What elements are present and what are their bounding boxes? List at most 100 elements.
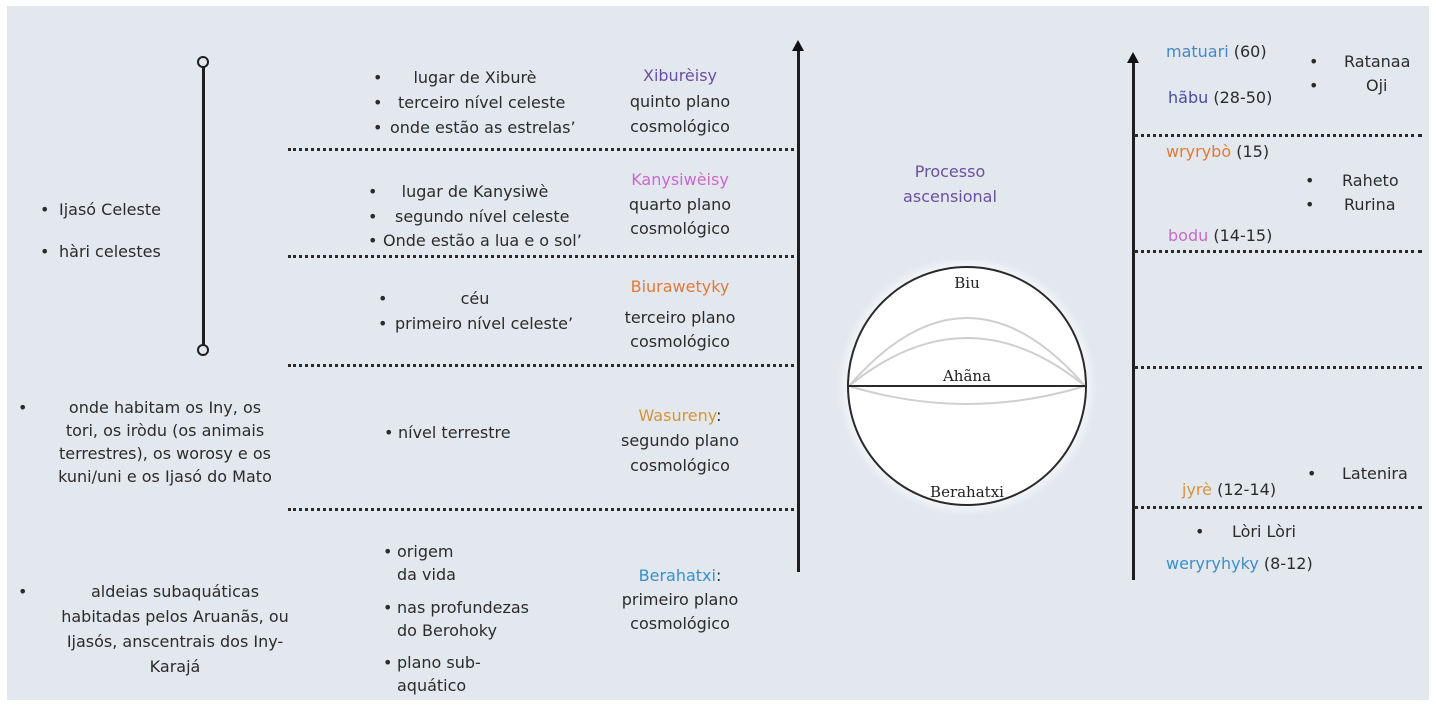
level-5-bullet-1-line-1: origem [397, 542, 454, 561]
level-separator-3 [288, 364, 794, 367]
sphere-arc-inner-1 [848, 317, 1086, 387]
level-4-name: Wasureny [638, 406, 717, 425]
age-habu-name: hãbu [1168, 88, 1209, 107]
left-celeste-item-2: hàri celestes [59, 242, 161, 261]
level-5-name: Berahatxi [638, 566, 716, 585]
level-3-bullet-2: primeiro nível celeste’ [395, 314, 574, 333]
level-separator-2 [288, 255, 794, 258]
sphere-label-top: Biu [954, 274, 980, 292]
process-line-1: Processo [914, 162, 986, 181]
ritual-rurina: Rurina [1344, 195, 1396, 214]
left-terrestre-line-1: onde habitam os Iny, os [68, 398, 262, 417]
level-5-bullet-2-line-1: nas profundezas [397, 598, 529, 617]
level-2-name: Kanysiwèisy [631, 170, 729, 189]
bullet: • [40, 200, 50, 219]
age-jyre-range: (12-14) [1217, 480, 1277, 499]
level-5-bullet-3-line-1: plano sub- [397, 653, 481, 672]
bullet: • [384, 423, 394, 442]
age-matuari-range: (60) [1233, 42, 1267, 61]
sphere-arc-inner-3 [848, 385, 1086, 405]
level-5-plane-line-2: cosmológico [630, 614, 730, 633]
level-1-plane-line-1: quinto plano [629, 92, 731, 111]
bullet: • [18, 398, 28, 417]
age-wryrybo-row: wryrybò (15) [1166, 140, 1269, 164]
diagram-canvas [7, 6, 1429, 700]
cosmos-sphere: Biu Ahãna Berahatxi [837, 260, 1097, 516]
age-weryryhyky-range: (8-12) [1263, 554, 1313, 573]
bullet: • [378, 289, 388, 308]
ritual-ratanaa: Ratanaa [1344, 52, 1411, 71]
level-1-bullet-1: lugar de Xiburè [413, 68, 537, 87]
ritual-latenira: Latenira [1342, 464, 1408, 483]
level-3-plane-line-2: cosmológico [630, 332, 730, 351]
bullet: • [1305, 171, 1315, 190]
level-5-bullet-2-line-2: do Berohoky [397, 621, 497, 640]
age-separator-4 [1134, 506, 1422, 509]
bullet: • [373, 118, 383, 137]
left-aquatico-line-4: Karajá [149, 657, 201, 676]
level-separator-1 [288, 148, 794, 151]
age-separator-1 [1134, 134, 1422, 137]
celestial-bracket-line [202, 62, 205, 350]
bullet: • [40, 242, 50, 261]
level-4-plane-line-1: segundo plano [621, 431, 739, 450]
left-aquatico-line-1: aldeias subaquáticas [90, 582, 260, 601]
bullet: • [1307, 464, 1317, 483]
level-5-name-row: Berahatxi: [600, 564, 760, 588]
ascension-arrow-shaft [797, 50, 800, 572]
level-3-plane-line-1: terceiro plano [624, 308, 736, 327]
bullet: • [383, 542, 393, 561]
level-2-bullet-3: Onde estão a lua e o sol’ [383, 231, 582, 250]
bullet: • [383, 598, 393, 617]
age-arrow-shaft [1132, 62, 1135, 580]
level-4-plane-line-2: cosmológico [630, 456, 730, 475]
bullet: • [368, 231, 378, 250]
left-celeste-item-1: Ijasó Celeste [59, 200, 161, 219]
sphere-label-middle: Ahãna [942, 367, 991, 385]
bullet: • [368, 207, 378, 226]
age-bodu-range: (14-15) [1213, 226, 1273, 245]
left-aquatico-line-2: habitadas pelos Aruanãs, ou [61, 607, 289, 626]
age-separator-2 [1134, 250, 1422, 253]
bullet: • [1305, 195, 1315, 214]
process-line-2: ascensional [903, 187, 997, 206]
level-1-plane-line-2: cosmológico [630, 117, 730, 136]
age-habu-row: hãbu (28-50) [1168, 86, 1272, 110]
bullet: • [1195, 522, 1205, 541]
bullet: • [373, 93, 383, 112]
level-2-plane-line-1: quarto plano [628, 195, 732, 214]
bullet: • [383, 653, 393, 672]
sphere-label-bottom: Berahatxi [930, 483, 1004, 501]
age-jyre-name: jyrè [1182, 480, 1212, 499]
left-terrestre-line-3: terrestres), os worosy e os [59, 444, 271, 463]
age-habu-range: (28-50) [1213, 88, 1273, 107]
bracket-bottom-ring [197, 344, 209, 356]
level-1-name: Xiburèisy [642, 66, 718, 85]
level-2-bullet-1: lugar de Kanysiwè [401, 182, 549, 201]
age-separator-3 [1134, 366, 1422, 369]
left-terrestre-line-2: tori, os iròdu (os animais [65, 421, 265, 440]
ascension-arrow-head [792, 40, 804, 51]
left-aquatico-line-3: Ijasós, anscentrais dos Iny- [66, 632, 284, 651]
bullet: • [1309, 52, 1319, 71]
age-matuari-name: matuari [1166, 42, 1229, 61]
level-5-name-suffix: : [715, 566, 722, 585]
level-3-name: Biurawetyky [630, 277, 730, 296]
level-1-bullet-3: onde estão as estrelas’ [390, 118, 576, 137]
ritual-oji: Oji [1366, 76, 1388, 95]
level-4-name-row: Wasureny: [600, 404, 760, 428]
left-terrestre-line-4: kuni/uni e os Ijasó do Mato [58, 467, 272, 486]
sphere-arc-inner-2 [848, 337, 1086, 387]
level-2-plane-line-2: cosmológico [630, 219, 730, 238]
level-4-bullet-1: nível terrestre [398, 423, 511, 442]
age-wryrybo-name: wryrybò [1166, 142, 1232, 161]
level-2-bullet-2: segundo nível celeste [395, 207, 570, 226]
age-bodu-row: bodu (14-15) [1168, 224, 1272, 248]
age-wryrybo-range: (15) [1236, 142, 1270, 161]
bullet: • [373, 68, 383, 87]
age-matuari-row: matuari (60) [1166, 40, 1267, 64]
bullet: • [18, 582, 28, 601]
level-1-bullet-2: terceiro nível celeste [398, 93, 566, 112]
level-5-bullet-1-line-2: da vida [397, 565, 456, 584]
level-5-bullet-3-line-2: aquático [397, 676, 467, 695]
